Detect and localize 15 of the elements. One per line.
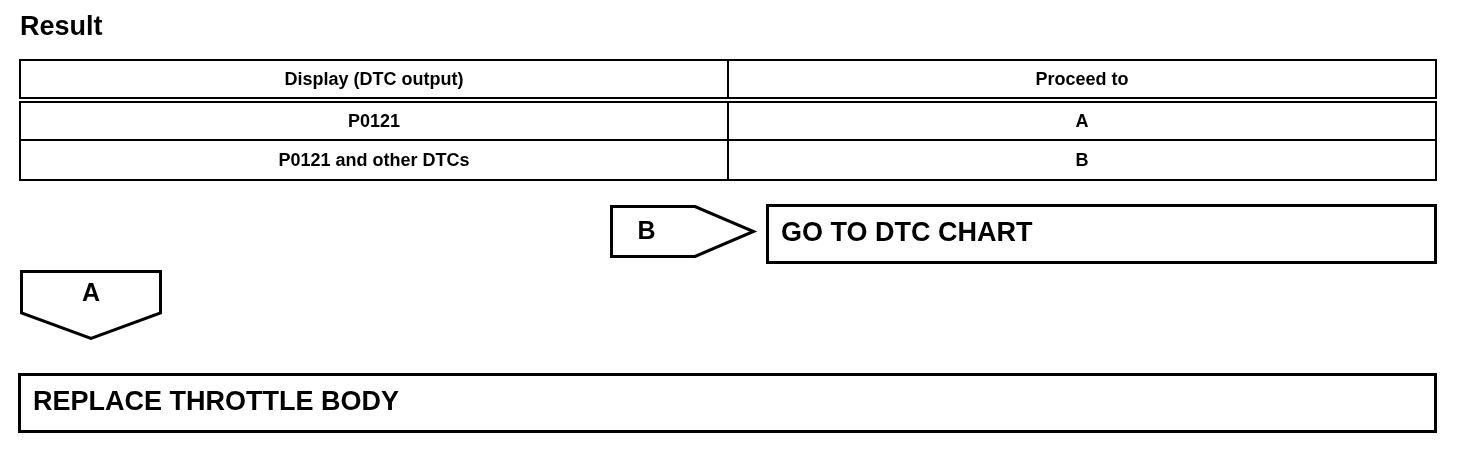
arrow-tag: [610, 205, 755, 258]
column-header: Proceed to: [728, 60, 1436, 100]
action-box: [766, 204, 1437, 264]
action-text: REPLACE THROTTLE BODY: [33, 385, 399, 417]
section-title: Result: [20, 10, 103, 42]
action-text: GO TO DTC CHART: [781, 216, 1033, 248]
column-header: Display (DTC output): [20, 60, 728, 100]
step-letter: B: [637, 215, 656, 244]
table-cell: A: [728, 100, 1436, 140]
step-letter: A: [82, 277, 101, 306]
arrow-tag: [20, 270, 162, 340]
table-cell: P0121 and other DTCs: [20, 140, 728, 180]
table-cell: P0121: [20, 100, 728, 140]
action-box: [18, 373, 1437, 433]
table-cell: B: [728, 140, 1436, 180]
